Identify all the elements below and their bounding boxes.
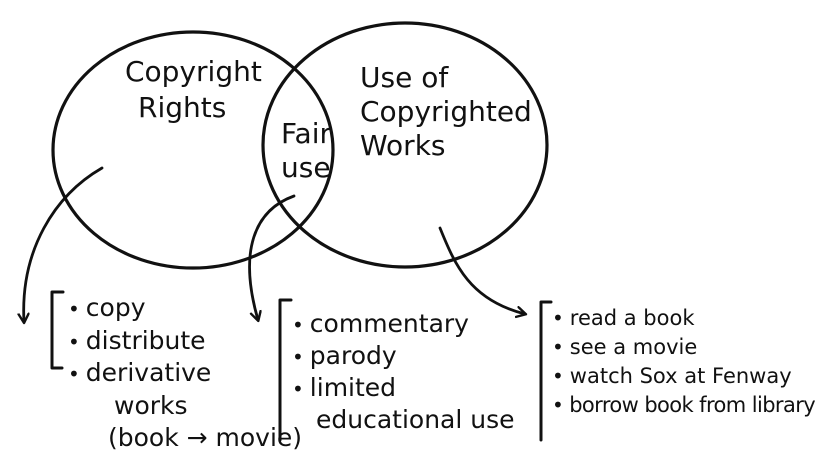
- copyright-rights-circle: [51, 30, 335, 270]
- use-of-works-label-line1: Use of: [360, 61, 449, 94]
- fair-use-label: Fair use: [281, 120, 331, 182]
- bullet-icon: •: [292, 345, 304, 369]
- bullet-icon: •: [552, 363, 564, 388]
- arrow-uses-to-list: [438, 226, 525, 314]
- uses-list-item: •borrow book from library: [552, 392, 816, 417]
- rights-list-continuation: (book → movie): [108, 423, 303, 452]
- fair-use-list-item: •parody: [292, 341, 397, 370]
- fair-use-list-item: •limited: [292, 373, 397, 402]
- uses-list-item: •watch Sox at Fenway: [552, 363, 792, 388]
- copyright-rights-label-line1: Copyright: [125, 55, 262, 88]
- fair-use-list-continuation: educational use: [316, 405, 515, 434]
- bullet-icon: •: [68, 362, 80, 386]
- rights-list-continuation: works: [114, 390, 188, 420]
- copyright-rights-label-line2: Rights: [138, 91, 227, 124]
- rights-list-item: •derivative: [68, 358, 212, 387]
- bracket-uses-list: [539, 300, 553, 442]
- rights-list-item: •copy: [68, 293, 146, 322]
- bullet-icon: •: [292, 313, 304, 337]
- arrow-rights-to-list: [24, 166, 104, 322]
- uses-list-item: •read a book: [552, 306, 695, 330]
- use-of-works-label: Use of Copyrighted Works: [360, 64, 532, 160]
- fair-use-list: •commentary •parody •limited educational…: [292, 308, 515, 436]
- fair-use-list-item: •commentary: [292, 309, 469, 338]
- rights-list-item: •distribute: [68, 325, 206, 355]
- fair-use-label-line2: use: [281, 151, 331, 184]
- bullet-icon: •: [552, 306, 564, 330]
- fair-use-label-line1: Fair: [281, 117, 331, 150]
- arrow-fair-use-to-list: [248, 194, 296, 320]
- bullet-icon: •: [292, 377, 304, 401]
- use-of-works-label-line2: Copyrighted: [360, 95, 532, 128]
- copyright-rights-label: Copyright Rights: [125, 58, 262, 122]
- use-of-works-label-line3: Works: [360, 129, 446, 162]
- bullet-icon: •: [552, 392, 564, 417]
- bullet-icon: •: [68, 297, 80, 321]
- rights-list: •copy •distribute •derivative works (boo…: [68, 292, 302, 455]
- uses-list: •read a book •see a movie •watch Sox at …: [552, 304, 816, 420]
- use-of-copyrighted-works-circle: [261, 21, 549, 269]
- bracket-fair-use-list: [278, 298, 293, 442]
- bullet-icon: •: [552, 334, 564, 359]
- uses-list-item: •see a movie: [552, 334, 698, 359]
- bullet-icon: •: [68, 329, 80, 354]
- bracket-rights-list: [50, 290, 65, 370]
